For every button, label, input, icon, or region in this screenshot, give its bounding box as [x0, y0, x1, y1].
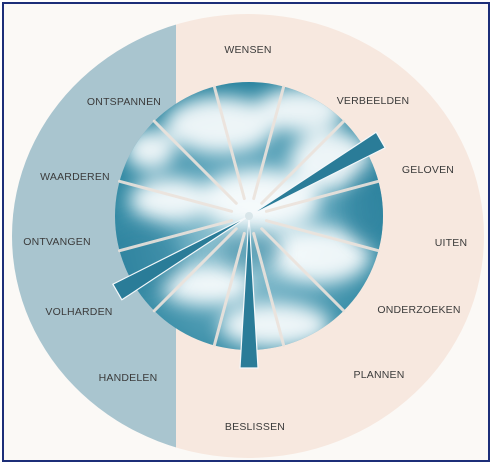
- pointer-verbeelden: [248, 131, 386, 217]
- wheel-labels: WENSEN VERBEELDEN GELOVEN UITEN ONDERZOE…: [23, 44, 467, 433]
- wheel-divider: [152, 227, 238, 313]
- wheel-dividers: [118, 85, 380, 347]
- label-ontspannen: ONTSPANNEN: [87, 96, 161, 108]
- wheel-hub: [245, 212, 253, 220]
- wheel-divider: [260, 227, 346, 313]
- label-verbeelden: VERBEELDEN: [337, 95, 410, 107]
- wheel-divider: [260, 119, 346, 205]
- label-plannen: PLANNEN: [354, 369, 405, 381]
- wheel-divider: [252, 85, 286, 201]
- wheel-divider: [264, 219, 380, 253]
- wheel-divider: [118, 179, 234, 213]
- label-beslissen: BESLISSEN: [225, 421, 285, 433]
- label-ontvangen: ONTVANGEN: [23, 236, 91, 248]
- label-volharden: VOLHARDEN: [45, 306, 112, 318]
- wheel-divider: [118, 219, 234, 253]
- label-onderzoeken: ONDERZOEKEN: [377, 304, 460, 316]
- wheel-divider: [252, 231, 286, 347]
- label-uiten: UITEN: [435, 237, 468, 249]
- label-handelen: HANDELEN: [99, 372, 158, 384]
- wheel-pointers: [112, 131, 386, 369]
- wheel-divider: [264, 179, 380, 213]
- pointer-ontspannen: [112, 215, 250, 301]
- pointer-beslissen: [239, 215, 259, 369]
- label-waarderen: WAARDEREN: [40, 171, 110, 183]
- label-geloven: GELOVEN: [402, 164, 454, 176]
- label-wensen: WENSEN: [224, 44, 271, 56]
- wheel-divider: [212, 231, 246, 347]
- wheel-divider: [212, 85, 246, 201]
- wheel-divider: [152, 119, 238, 205]
